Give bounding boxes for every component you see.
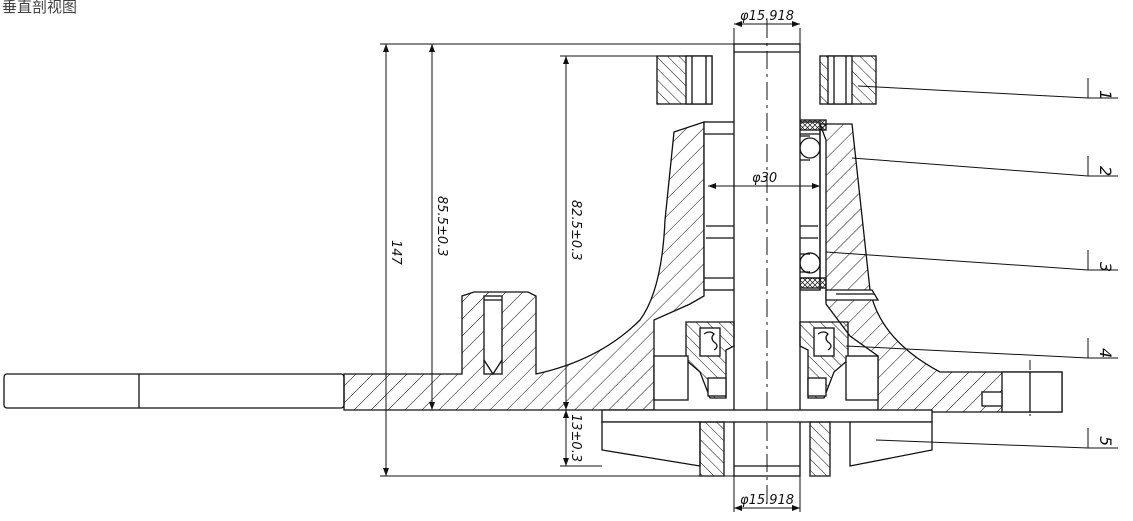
shaft-diameter-top-label: φ15.918 xyxy=(740,9,794,24)
dimension-lines xyxy=(380,23,1031,512)
base-flange xyxy=(3,373,345,409)
height-to-flange-label: 85.5±0.3 xyxy=(434,196,449,257)
shaft xyxy=(733,20,801,505)
part-number-2: 2 xyxy=(1096,166,1115,176)
arrowheads xyxy=(383,21,820,511)
part-number-5: 5 xyxy=(1096,436,1115,446)
leader-lines xyxy=(825,78,1118,449)
pulley-hub xyxy=(656,55,877,105)
overall-height-label: 147 xyxy=(388,240,403,266)
height-to-bearing-label: 82.5±0.3 xyxy=(568,200,583,261)
header-text: 垂直剖视图 xyxy=(2,0,77,16)
impeller-offset-label: 13±0.3 xyxy=(568,414,583,462)
part-number-1: 1 xyxy=(1096,90,1115,100)
bore-diameter-label: φ30 xyxy=(752,171,777,186)
shaft-diameter-bottom-label: φ15.918 xyxy=(740,493,794,508)
impeller xyxy=(601,409,933,477)
part-number-4: 4 xyxy=(1096,348,1115,358)
part-number-3: 3 xyxy=(1096,262,1115,272)
mechanical-seal xyxy=(653,321,879,401)
pump-housing xyxy=(343,121,1063,413)
